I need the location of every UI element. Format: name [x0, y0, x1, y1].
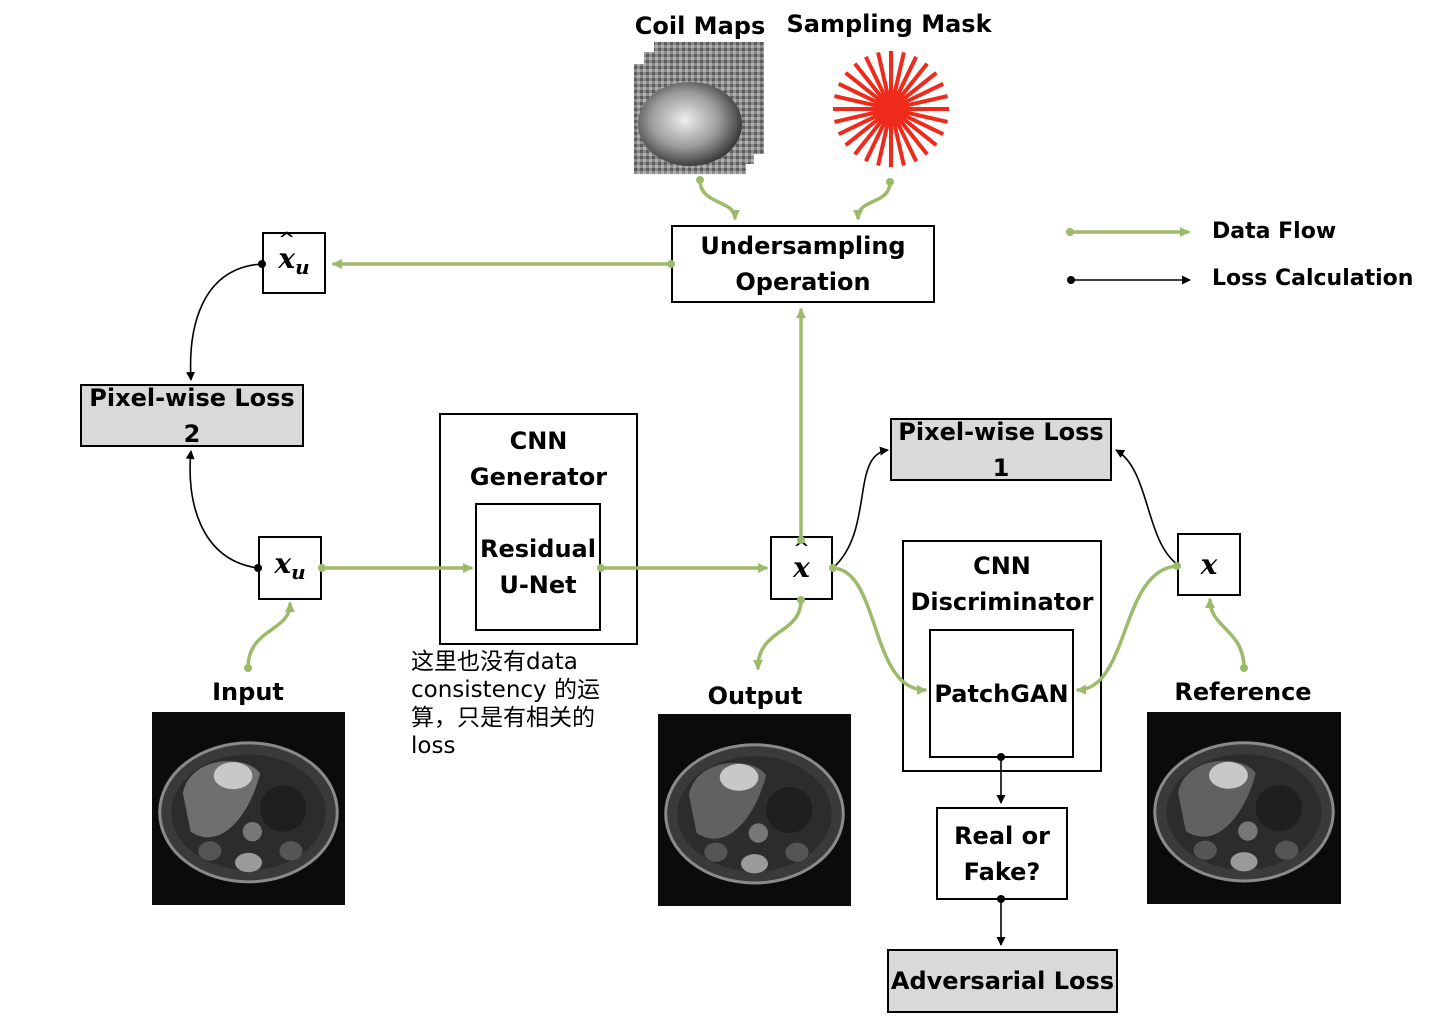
mri-spine	[740, 854, 769, 874]
dot	[1067, 276, 1075, 284]
coil-maps-image	[634, 42, 764, 174]
input-to-xu-arrow	[246, 602, 295, 670]
legend-loss-calculation-label: Loss Calculation	[1212, 266, 1414, 291]
dot	[1066, 228, 1074, 236]
mri-kidney	[279, 841, 303, 861]
dot	[1240, 664, 1248, 672]
sampling-mask-image	[833, 51, 949, 167]
coil-maps-label: Coil Maps	[634, 12, 766, 40]
mri-spine	[234, 852, 263, 873]
xu-symbol: x	[274, 547, 292, 580]
real-or-fake-box: Real or Fake?	[936, 807, 1068, 900]
xu-hat-subscript: u	[295, 255, 310, 279]
patchgan-label: PatchGAN	[934, 679, 1069, 708]
x-to-loss1-arrow	[1115, 449, 1178, 565]
pixel-wise-loss-2-box: Pixel-wise Loss 2	[80, 384, 304, 448]
mri-vessel	[748, 823, 769, 843]
undersampling-line2: Operation	[735, 268, 871, 296]
mri-kidney	[1275, 840, 1299, 860]
mri-kidney	[785, 842, 809, 862]
output-label: Output	[707, 682, 803, 710]
mri-bright-region	[719, 763, 759, 791]
xu-to-loss2-arrow	[185, 450, 259, 569]
generator-line2: Generator	[469, 463, 608, 491]
xu-hat-symbol: x	[278, 241, 295, 277]
undersampling-line1: Undersampling	[700, 232, 906, 260]
x-hat-node: x	[770, 536, 833, 600]
residual-unet-box: Residual U-Net	[475, 503, 601, 631]
reference-mri-image	[1147, 712, 1341, 904]
mri-vessel	[1238, 821, 1258, 841]
real-or-fake-line1: Real or	[954, 821, 1050, 850]
coil-to-undersampling-arrow	[698, 178, 740, 220]
discriminator-line2: Discriminator	[910, 588, 1094, 616]
dot	[886, 178, 894, 186]
output-mri-image	[658, 714, 851, 906]
mask-to-undersampling-arrow	[853, 180, 892, 220]
pixel-wise-loss-2-label: Pixel-wise Loss 2	[89, 383, 295, 448]
xu-subscript: u	[291, 560, 306, 584]
sampling-mask-label: Sampling Mask	[786, 10, 992, 38]
pixel-wise-loss-1-label: Pixel-wise Loss 1	[898, 417, 1104, 482]
xhat-to-output-arrow	[753, 598, 803, 670]
real-or-fake-line2: Fake?	[963, 857, 1041, 886]
undersampling-operation-box: Undersampling Operation	[671, 225, 935, 303]
adversarial-loss-box: Adversarial Loss	[887, 949, 1118, 1013]
residual-unet-line2: U-Net	[499, 571, 577, 599]
pixel-wise-loss-1-box: Pixel-wise Loss 1	[890, 418, 1112, 482]
mri-stomach	[766, 786, 813, 834]
mask-spoke	[834, 94, 948, 124]
mri-vessel	[242, 822, 263, 842]
legend-data-flow-label: Data Flow	[1212, 219, 1337, 244]
patchgan-box: PatchGAN	[929, 629, 1074, 758]
adversarial-loss-label: Adversarial Loss	[890, 967, 1115, 995]
x-hat-symbol: x	[793, 550, 810, 586]
mri-bright-region	[1209, 761, 1248, 789]
mri-stomach	[260, 785, 307, 832]
xhat-to-loss1-arrow	[832, 446, 889, 569]
mri-kidney	[198, 841, 222, 861]
input-label: Input	[212, 678, 284, 706]
xu-node: xu	[258, 536, 322, 600]
mri-spine	[1230, 852, 1258, 872]
residual-unet-line1: Residual	[480, 535, 596, 563]
x-node: x	[1177, 533, 1241, 596]
reference-to-x-arrow	[1205, 598, 1246, 670]
input-mri-image	[152, 712, 345, 905]
generator-line1: CNN	[509, 427, 568, 455]
annotation-note: 这里也没有data consistency 的运算，只是有相关的loss	[411, 649, 600, 759]
mri-kidney	[704, 842, 728, 862]
x-symbol: x	[1200, 547, 1218, 581]
dot	[696, 176, 704, 184]
xuhat-to-loss2-arrow	[186, 263, 263, 381]
dot	[244, 664, 252, 672]
reference-label: Reference	[1174, 678, 1312, 706]
mri-kidney	[1193, 840, 1217, 860]
discriminator-line1: CNN	[973, 552, 1031, 580]
xu-hat-node: xu	[262, 232, 326, 294]
mri-stomach	[1255, 784, 1303, 832]
mri-bright-region	[213, 762, 253, 790]
